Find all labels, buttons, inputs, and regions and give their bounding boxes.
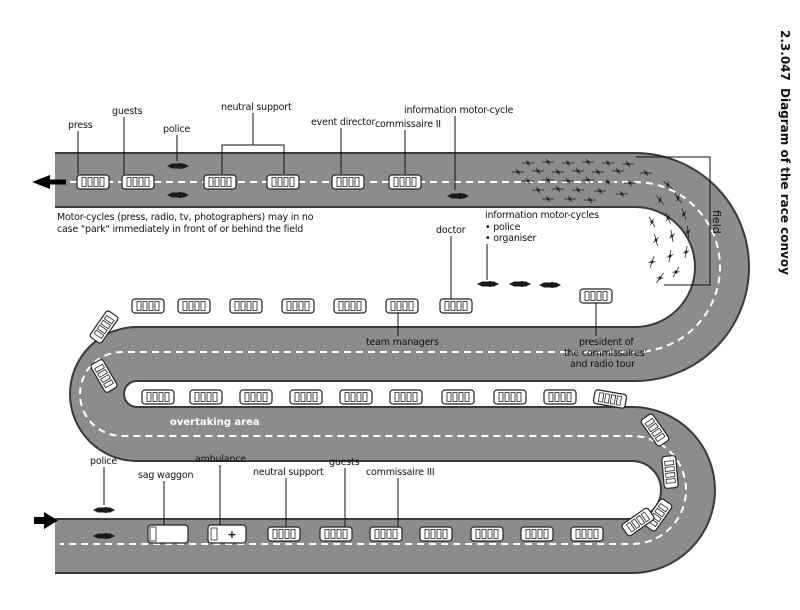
zone-label-middle: overtaking area <box>170 417 260 428</box>
team-car-icon <box>141 389 175 405</box>
info-moto-organiser-icon <box>509 281 531 287</box>
label-neutral-support-rear: neutral support <box>253 467 324 478</box>
team-car-icon <box>385 298 419 314</box>
convoy-car-icon <box>520 526 554 542</box>
team-car-icon <box>339 389 373 405</box>
convoy-car-icon <box>470 526 504 542</box>
entry-arrow-icon <box>44 512 58 529</box>
label-sag-waggon: sag waggon <box>138 470 193 481</box>
info-moto-police-icon <box>477 281 499 287</box>
police-moto-icon <box>93 507 115 513</box>
commissaire-2-car-icon <box>388 174 422 190</box>
label-police-rear: police <box>90 456 117 467</box>
team-car-icon <box>333 298 367 314</box>
leader-lines <box>77 113 711 527</box>
label-info-moto: information motor-cycle <box>404 105 513 116</box>
doctor-car-icon <box>439 298 473 314</box>
sag-waggon-icon <box>147 524 189 544</box>
team-car-icon <box>493 389 527 405</box>
info-moto-icon <box>539 282 561 288</box>
team-car-icon <box>389 389 423 405</box>
team-car-icon <box>441 389 475 405</box>
note-line-2: case "park" immediately in front of or b… <box>57 224 303 235</box>
label-info-motos-title: information motor-cycles <box>485 210 599 221</box>
convoy-car-icon <box>419 526 453 542</box>
exit-arrow-shaft <box>50 179 66 185</box>
label-police: police <box>163 124 190 135</box>
label-guests-rear: guests <box>329 457 360 468</box>
label-president-1: president of <box>579 337 634 348</box>
label-info-motos-police: • police <box>485 222 521 233</box>
commissaire-3-car-icon <box>369 526 403 542</box>
field-label: field <box>710 210 723 234</box>
team-car-icon <box>592 388 628 410</box>
team-car-icon <box>177 298 211 314</box>
team-car-icon <box>289 389 323 405</box>
guests-car-icon <box>121 174 155 190</box>
press-car-icon <box>76 174 110 190</box>
zone-label-lower: overtaking area <box>480 504 570 515</box>
neutral-support-car-icon <box>203 174 237 190</box>
svg-text:+: + <box>227 528 236 541</box>
guests-car-icon <box>319 526 353 542</box>
label-commissaire-3: commissaire III <box>366 467 435 478</box>
entry-arrow-shaft <box>34 517 44 524</box>
note-line-1: Motor-cycles (press, radio, tv, photogra… <box>57 212 314 223</box>
team-car-icon <box>229 298 263 314</box>
team-car-icon <box>661 454 679 490</box>
neutral-support-car-icon <box>267 526 301 542</box>
team-car-icon <box>281 298 315 314</box>
ambulance-icon: + <box>207 524 247 544</box>
label-event-director: event director <box>311 117 375 128</box>
zone-label-upper: overtaking area <box>160 274 250 285</box>
label-doctor: doctor <box>436 225 466 236</box>
team-car-icon <box>543 389 577 405</box>
bottom-row-vehicles: + <box>93 506 656 544</box>
event-director-car-icon <box>331 174 365 190</box>
doc-number: 2.3.047 <box>778 30 792 81</box>
label-commissaire-2: commissaire II <box>375 119 441 130</box>
president-commissaires-car-icon <box>579 288 613 304</box>
label-neutral-support: neutral support <box>221 102 292 113</box>
label-ambulance: ambulance <box>195 454 246 465</box>
team-car-icon <box>131 298 165 314</box>
label-president-2: the commissaires' <box>564 348 647 359</box>
neutral-support-car-icon <box>266 174 300 190</box>
label-press: press <box>68 120 93 131</box>
label-team-managers: team managers <box>366 337 439 348</box>
convoy-car-icon <box>570 526 604 542</box>
label-guests: guests <box>112 106 143 117</box>
team-car-icon <box>239 389 273 405</box>
page-title: Diagram of the race convoy <box>778 88 792 275</box>
exit-arrow-icon <box>32 175 50 189</box>
team-car-icon <box>189 389 223 405</box>
label-info-motos-organiser: • organiser <box>485 233 536 244</box>
label-president-3: and radio tour <box>570 359 635 370</box>
